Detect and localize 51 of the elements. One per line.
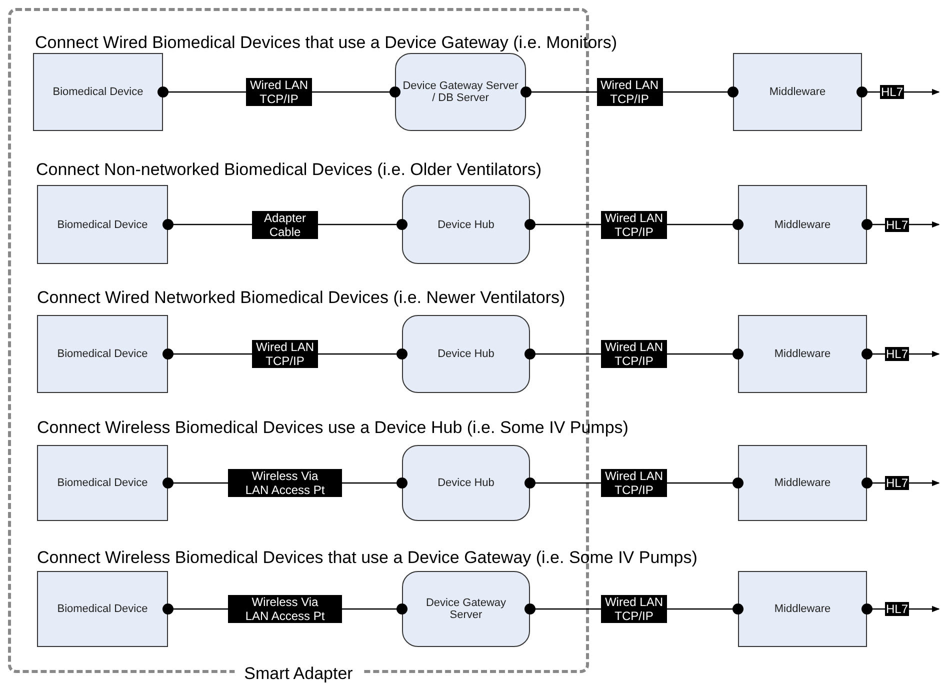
edge-label: Wired LAN TCP/IP	[246, 78, 312, 106]
hub-box	[402, 315, 530, 393]
node-label: Middleware	[773, 348, 832, 360]
middleware-box	[733, 53, 862, 131]
edge-label: Wired LAN TCP/IP	[601, 469, 667, 497]
device-box	[37, 571, 168, 647]
device-box	[37, 445, 168, 521]
device-box	[37, 185, 168, 264]
node-label: Middleware	[773, 603, 832, 615]
device-box	[33, 53, 163, 131]
hub-box	[402, 185, 530, 264]
edge-label: Wired LAN TCP/IP	[601, 595, 667, 623]
edge-label: HL7	[880, 85, 904, 99]
edge-label: HL7	[885, 602, 909, 616]
edge-label: HL7	[885, 476, 909, 490]
edge-label: HL7	[885, 347, 909, 361]
node-label: Biomedical Device	[52, 86, 144, 98]
edge-label: Wireless Via LAN Access Pt	[228, 595, 342, 623]
row-heading: Connect Non-networked Biomedical Devices (i.e. Older Ventilators)	[36, 160, 542, 180]
edge-label: Wired LAN TCP/IP	[601, 210, 667, 238]
node-label: Biomedical Device	[56, 603, 149, 615]
edge-label: Wired LAN TCP/IP	[601, 340, 667, 368]
middleware-box	[738, 571, 867, 647]
node-label: Device Gateway Server / DB Server	[402, 80, 520, 104]
middleware-box	[738, 315, 867, 393]
node-label: Device Hub	[436, 348, 496, 360]
row-heading: Connect Wireless Biomedical Devices that use a Device Gateway (i.e. Some IV Pumps)	[37, 548, 698, 568]
edge-label: Wired LAN TCP/IP	[252, 340, 318, 368]
node-label: Device Hub	[436, 218, 496, 230]
edge-label: Adapter Cable	[252, 210, 318, 238]
node-label: Biomedical Device	[56, 477, 149, 489]
node-label: Middleware	[773, 218, 832, 230]
node-label: Biomedical Device	[56, 348, 149, 360]
node-label: Middleware	[768, 86, 827, 98]
node-label: Biomedical Device	[56, 218, 149, 230]
hub-box	[402, 571, 530, 647]
edge-label: Wired LAN TCP/IP	[596, 78, 662, 106]
middleware-box	[738, 445, 867, 521]
hub-box	[402, 445, 530, 521]
edge-label: HL7	[885, 218, 909, 232]
device-box	[37, 315, 168, 393]
middleware-box	[738, 185, 867, 264]
node-label: Middleware	[773, 477, 832, 489]
node-label: Device Hub	[436, 477, 496, 489]
region-label: Smart Adapter	[234, 664, 363, 684]
hub-box	[395, 53, 526, 131]
row-heading: Connect Wired Biomedical Devices that use a Device Gateway (i.e. Monitors)	[35, 33, 618, 53]
row-heading: Connect Wired Networked Biomedical Devices (i.e. Newer Ventilators)	[37, 288, 566, 308]
edge-label: Wireless Via LAN Access Pt	[228, 469, 342, 497]
node-label: Device Gateway Server	[424, 597, 508, 621]
row-heading: Connect Wireless Biomedical Devices use a Device Hub (i.e. Some IV Pumps)	[37, 418, 628, 438]
